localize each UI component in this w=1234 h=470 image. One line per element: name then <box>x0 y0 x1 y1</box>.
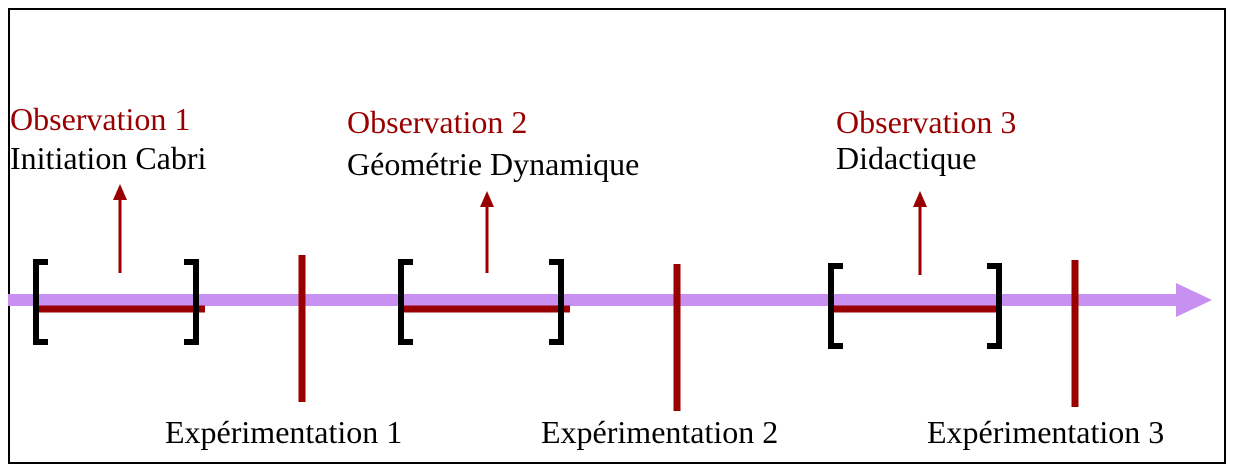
observation-2: Observation 2 Géométrie Dynamique <box>347 104 639 345</box>
observation-1-subtitle: Initiation Cabri <box>10 140 207 176</box>
diagram-frame <box>8 8 1226 464</box>
observation-1-right-bracket <box>184 259 199 345</box>
observation-2-title: Observation 2 <box>347 104 527 140</box>
experimentation-3-label: Expérimentation 3 <box>927 414 1164 450</box>
observation-3-subtitle: Didactique <box>836 140 976 176</box>
observation-3: Observation 3 Didactique <box>828 104 1016 349</box>
observation-2-arrow-icon <box>480 191 494 207</box>
experimentation-2: Expérimentation 2 <box>541 264 778 450</box>
observation-1-left-bracket <box>33 259 48 345</box>
experimentation-1: Expérimentation 1 <box>165 255 402 450</box>
experimentation-1-label: Expérimentation 1 <box>165 414 402 450</box>
observation-3-right-bracket <box>987 263 1002 349</box>
observation-3-arrow-icon <box>913 191 927 207</box>
observation-1-arrow-icon <box>113 184 127 200</box>
observation-2-right-bracket <box>549 259 564 345</box>
observation-3-title: Observation 3 <box>836 104 1016 140</box>
experimentation-3: Expérimentation 3 <box>927 260 1164 450</box>
observation-2-subtitle: Géométrie Dynamique <box>347 146 639 182</box>
observation-1-title: Observation 1 <box>10 101 190 137</box>
timeline-arrowhead <box>1176 283 1212 317</box>
observation-2-left-bracket <box>398 259 413 345</box>
timeline-arrow <box>8 283 1212 317</box>
experimentation-2-label: Expérimentation 2 <box>541 414 778 450</box>
observation-3-left-bracket <box>828 263 843 349</box>
observation-1: Observation 1 Initiation Cabri <box>10 101 207 345</box>
